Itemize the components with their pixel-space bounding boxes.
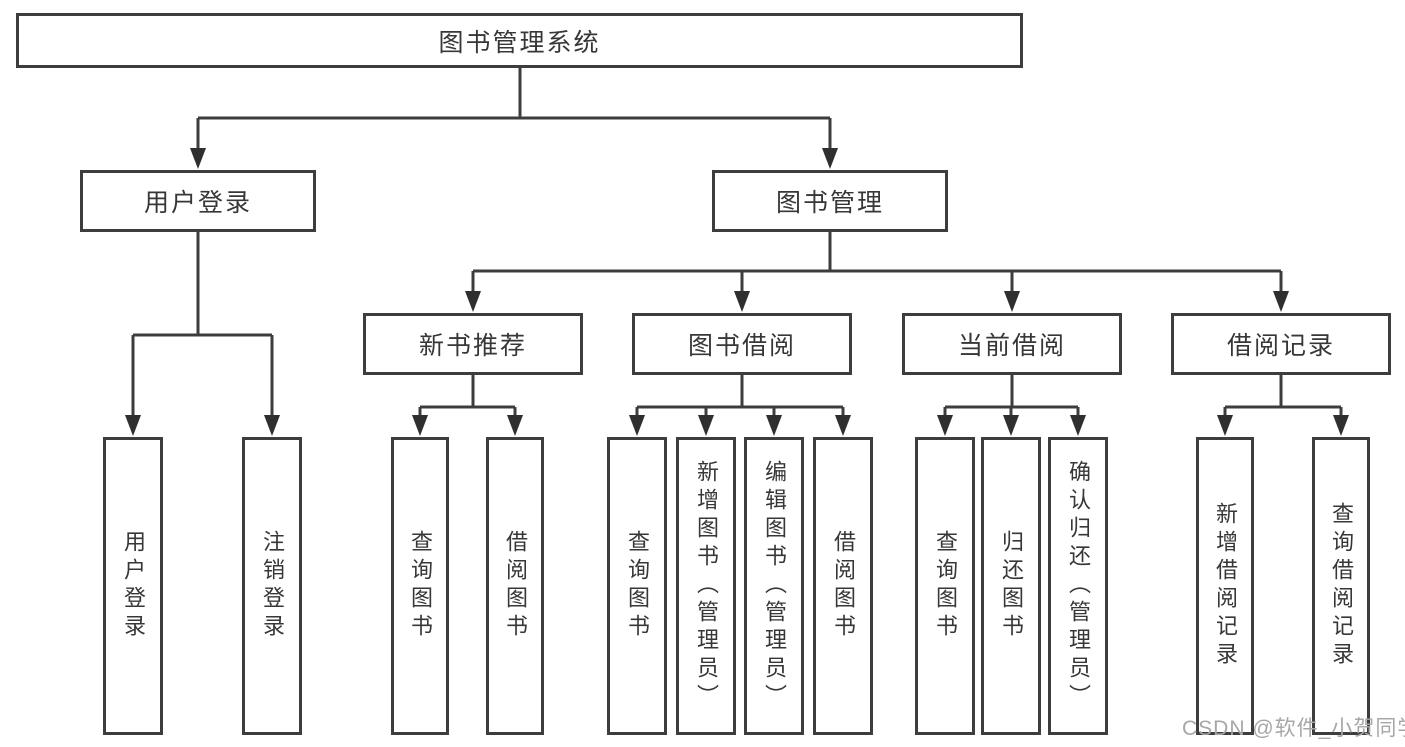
leaf-return-book: 归还图书: [981, 437, 1041, 735]
leaf-borrow-books-recommend: 借阅图书: [486, 437, 544, 735]
leaf-query-books-current: 查询图书: [915, 437, 975, 735]
node-label: 查询图书: [933, 530, 958, 642]
node-label: 用户登录: [143, 189, 252, 217]
node-library-management-system: 图书管理系统: [16, 13, 1023, 68]
leaf-logout: 注销登录: [242, 437, 302, 735]
node-label: 用户登录: [121, 530, 146, 642]
node-label: 借阅图书: [831, 530, 856, 642]
leaf-query-borrow-record: 查询借阅记录: [1312, 437, 1370, 735]
node-book-borrow: 图书借阅: [632, 313, 852, 375]
connector-newbook-to-leaves: [412, 375, 523, 436]
node-label: 新书推荐: [418, 332, 527, 360]
node-label: 注销登录: [260, 530, 285, 642]
node-new-book-recommend: 新书推荐: [363, 313, 583, 375]
node-label: 图书管理: [775, 189, 884, 217]
connector-current-to-leaves: [937, 375, 1086, 436]
leaf-query-books-borrow: 查询图书: [607, 437, 667, 735]
node-label: 新增借阅记录: [1213, 502, 1238, 670]
leaf-confirm-return-admin: 确认归还（管理员）: [1048, 437, 1108, 735]
connector-borrow-to-leaves: [629, 375, 851, 436]
node-label: 归还图书: [999, 530, 1024, 642]
node-label: 查询借阅记录: [1329, 502, 1354, 670]
node-label: 图书管理系统: [438, 28, 601, 57]
leaf-add-borrow-record: 新增借阅记录: [1196, 437, 1254, 735]
leaf-add-book-admin: 新增图书（管理员）: [676, 437, 736, 735]
node-book-management: 图书管理: [712, 170, 948, 232]
node-label: 当前借阅: [957, 332, 1066, 360]
node-label: 图书借阅: [687, 332, 796, 360]
node-label: 确认归还（管理员）: [1066, 460, 1091, 712]
node-label: 新增图书（管理员）: [694, 460, 719, 712]
node-label: 借阅图书: [503, 530, 528, 642]
node-borrow-records: 借阅记录: [1171, 313, 1391, 375]
node-label: 查询图书: [408, 530, 433, 642]
connector-login-to-leaves: [125, 232, 280, 436]
leaf-query-books-recommend: 查询图书: [391, 437, 449, 735]
leaf-user-login: 用户登录: [103, 437, 163, 735]
csdn-watermark: CSDN @软件_小贺同学: [1182, 717, 1405, 740]
connector-mgmt-to-level3: [465, 232, 1289, 312]
node-label: 编辑图书（管理员）: [762, 460, 787, 712]
leaf-edit-book-admin: 编辑图书（管理员）: [744, 437, 804, 735]
node-label: 查询图书: [625, 530, 650, 642]
connector-root-to-level2: [190, 68, 838, 169]
connector-records-to-leaves: [1217, 375, 1349, 436]
leaf-borrow-book: 借阅图书: [813, 437, 873, 735]
node-label: 借阅记录: [1226, 332, 1335, 360]
node-current-borrow: 当前借阅: [902, 313, 1122, 375]
node-user-login: 用户登录: [80, 170, 316, 232]
